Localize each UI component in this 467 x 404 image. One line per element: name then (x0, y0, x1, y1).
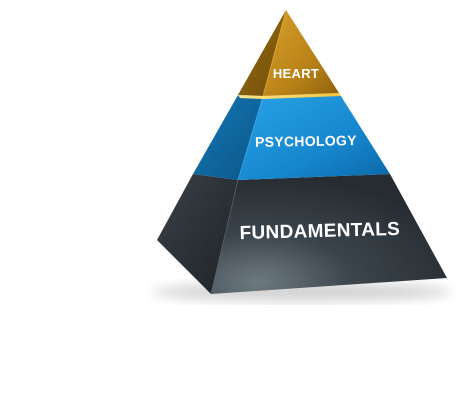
tier-psychology-edge (237, 95, 264, 181)
tier-fundamentals-edge (210, 179, 239, 295)
tier-heart-left-face (238, 10, 286, 96)
tier-psychology-front-face (238, 93, 390, 180)
tier-heart-front-face (263, 10, 339, 96)
tier-fundamentals-label: FUNDAMENTALS (239, 219, 400, 244)
tier-fundamentals-front-face (211, 174, 447, 294)
tier-psychology-left-face (193, 95, 263, 180)
tier-fundamentals: FUNDAMENTALS (157, 174, 447, 295)
tier-heart-edge (262, 9, 287, 97)
tier-seam-highlight (238, 93, 341, 99)
tier-psychology: PSYCHOLOGY (193, 93, 390, 181)
tier-heart-label: HEART (273, 66, 319, 81)
tier-psychology-label: PSYCHOLOGY (255, 132, 357, 150)
tier-heart: HEART (238, 9, 339, 97)
